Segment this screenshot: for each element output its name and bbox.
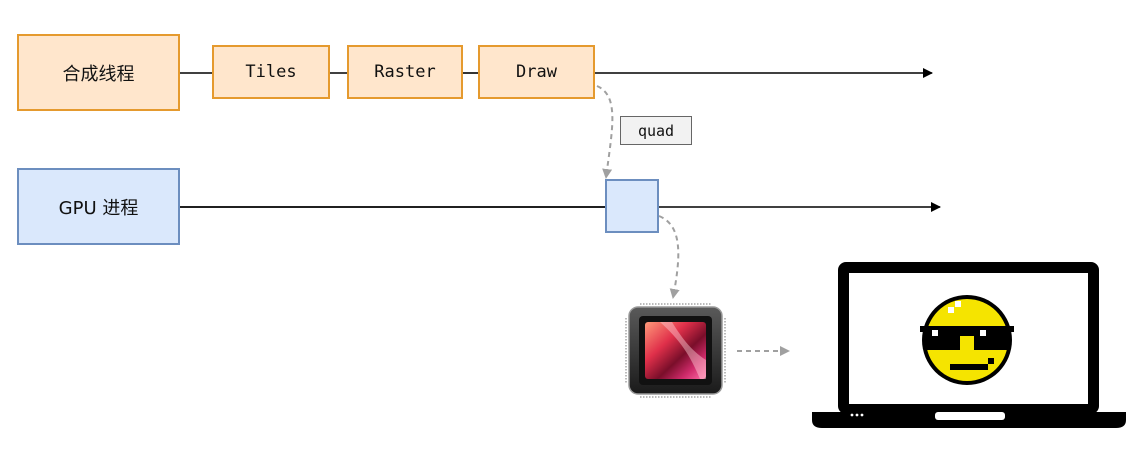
gpu-frame-box [605, 179, 659, 233]
draw-to-gpu-dashed-arrow [596, 85, 614, 179]
step-draw-label: Draw [516, 62, 557, 82]
gpu-to-chip-dashed-arrow [658, 215, 680, 299]
compositor-thread-box: 合成线程 [17, 34, 180, 111]
quad-label-text: quad [637, 121, 675, 140]
step-tiles-label: Tiles [245, 62, 297, 82]
step-raster-label: Raster [374, 62, 436, 82]
step-draw-box: Draw [478, 45, 595, 99]
gpu-process-box: GPU 进程 [17, 168, 180, 245]
quad-edge-label: quad [620, 116, 692, 145]
gpu-process-label: GPU 进程 [58, 197, 139, 219]
step-raster-box: Raster [347, 45, 463, 99]
compositor-thread-label: 合成线程 [62, 63, 135, 85]
step-tiles-box: Tiles [212, 45, 330, 99]
